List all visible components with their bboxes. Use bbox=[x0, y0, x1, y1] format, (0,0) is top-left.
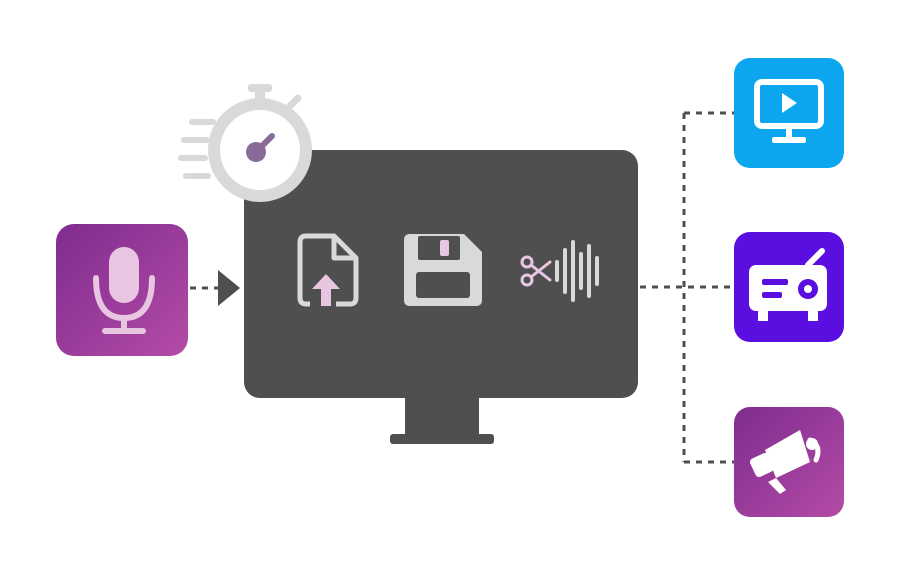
audio-cut-icon bbox=[520, 240, 599, 302]
arrow-right-icon bbox=[218, 270, 240, 306]
microphone-tile bbox=[56, 224, 188, 356]
monitor-stand bbox=[405, 398, 479, 438]
stopwatch-icon bbox=[178, 84, 312, 202]
broadcast-output-tile bbox=[734, 407, 844, 517]
file-upload-icon bbox=[297, 233, 359, 307]
screen-output-tile bbox=[734, 58, 844, 168]
radio-output-tile bbox=[734, 232, 844, 342]
megaphone-icon bbox=[750, 430, 821, 494]
processing-monitor bbox=[244, 150, 638, 444]
monitor-base bbox=[390, 434, 494, 444]
microphone-icon bbox=[93, 247, 155, 334]
floppy-disk-icon bbox=[404, 234, 482, 306]
radio-icon bbox=[749, 248, 827, 321]
input-connector bbox=[190, 270, 240, 306]
monitor-play-icon bbox=[754, 79, 824, 143]
output-connectors bbox=[640, 111, 734, 464]
